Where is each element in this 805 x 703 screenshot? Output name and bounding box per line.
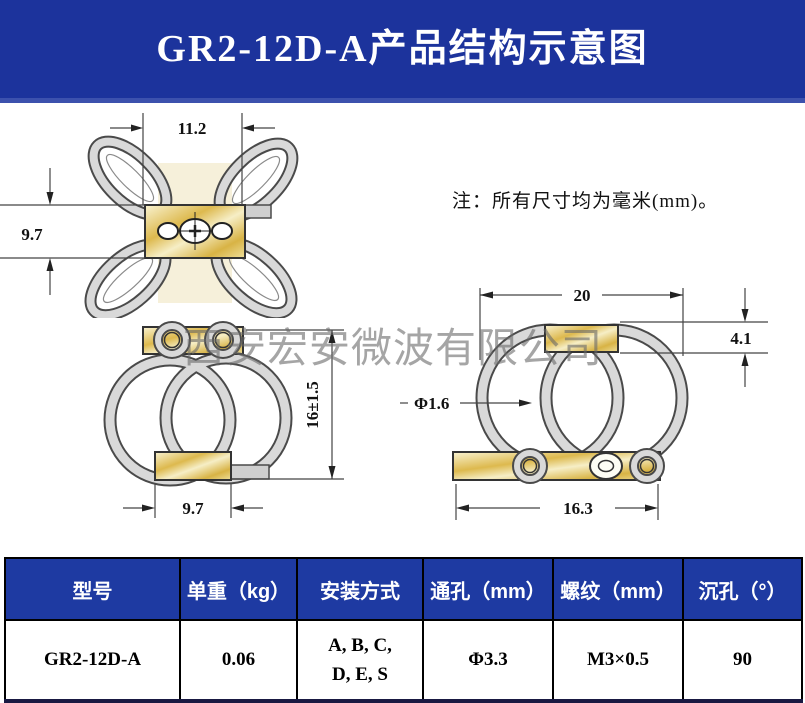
dim-label-top-width: 11.2: [178, 119, 207, 138]
front-view-diagram: 16±1.5 9.7: [103, 321, 344, 518]
col-header-thread: 螺纹（mm）: [552, 557, 684, 621]
right-hole: [211, 222, 233, 240]
dim-label-top-width: 20: [574, 286, 591, 305]
cell-thread: M3×0.5: [552, 619, 684, 703]
dim-top-width: 11.2: [110, 113, 275, 205]
dim-bar-thickness: 4.1: [620, 288, 768, 387]
counterbore-hole: [589, 452, 623, 480]
col-header-install-method: 安装方式: [296, 557, 424, 621]
dim-bottom-width: 9.7: [123, 484, 263, 518]
dim-label-left-height: 9.7: [21, 225, 43, 244]
side-view-diagram: 20 4.1 Φ1.6 16.3: [400, 286, 768, 520]
dim-wire-diameter: Φ1.6: [400, 394, 532, 413]
dim-bottom-width: 16.3: [455, 484, 659, 520]
col-header-countersink: 沉孔（°）: [682, 557, 803, 621]
col-header-through-hole: 通孔（mm）: [422, 557, 554, 621]
page-title: GR2-12D-A产品结构示意图: [156, 28, 649, 70]
spec-table-data-row: GR2-12D-A 0.06 A, B, C, D, E, S Φ3.3 M3×…: [4, 619, 803, 703]
top-view-diagram: 11.2 9.7: [0, 113, 299, 318]
dimension-note: 注：所有尺寸均为毫米(mm)。: [452, 191, 719, 212]
banner-accent-strip: [0, 98, 805, 103]
col-header-unit-weight: 单重（kg）: [179, 557, 298, 621]
dim-label-bottom-width: 16.3: [563, 499, 593, 518]
dim-label-wire-diameter: Φ1.6: [414, 394, 449, 413]
bottom-block: [154, 451, 232, 481]
spec-table-header-row: 型号 单重（kg） 安装方式 通孔（mm） 螺纹（mm） 沉孔（°）: [4, 557, 803, 621]
dim-label-bar-thickness: 4.1: [730, 329, 751, 348]
cell-unit-weight: 0.06: [179, 619, 298, 703]
col-header-model: 型号: [4, 557, 181, 621]
cell-countersink: 90: [682, 619, 803, 703]
center-hole-crosshair: [178, 212, 212, 250]
cell-through-hole: Φ3.3: [422, 619, 554, 703]
base-tab: [230, 464, 270, 480]
spec-table: 型号 单重（kg） 安装方式 通孔（mm） 螺纹（mm） 沉孔（°） GR2-1…: [4, 557, 803, 703]
wire-eyelet-left: [512, 448, 548, 484]
dim-left-height: 9.7: [0, 168, 145, 295]
title-banner: [0, 0, 805, 98]
install-line-2: D, E, S: [332, 664, 388, 685]
dim-right-height: 16±1.5: [232, 329, 344, 480]
wire-eyelet-right: [629, 448, 665, 484]
wire-eyelet-right: [204, 321, 242, 359]
install-line-1: A, B, C,: [328, 634, 392, 656]
cell-install-method: A, B, C, D, E, S: [296, 619, 424, 703]
bottom-bar: [452, 451, 661, 481]
top-bar: [544, 324, 619, 353]
dim-label-bottom-width: 9.7: [182, 499, 204, 518]
dim-top-width: 20: [479, 286, 684, 360]
mount-tab: [244, 204, 272, 219]
left-hole: [157, 222, 179, 240]
dim-label-right-height: 16±1.5: [303, 381, 322, 429]
wire-eyelet-left: [153, 321, 191, 359]
cell-model: GR2-12D-A: [4, 619, 181, 703]
